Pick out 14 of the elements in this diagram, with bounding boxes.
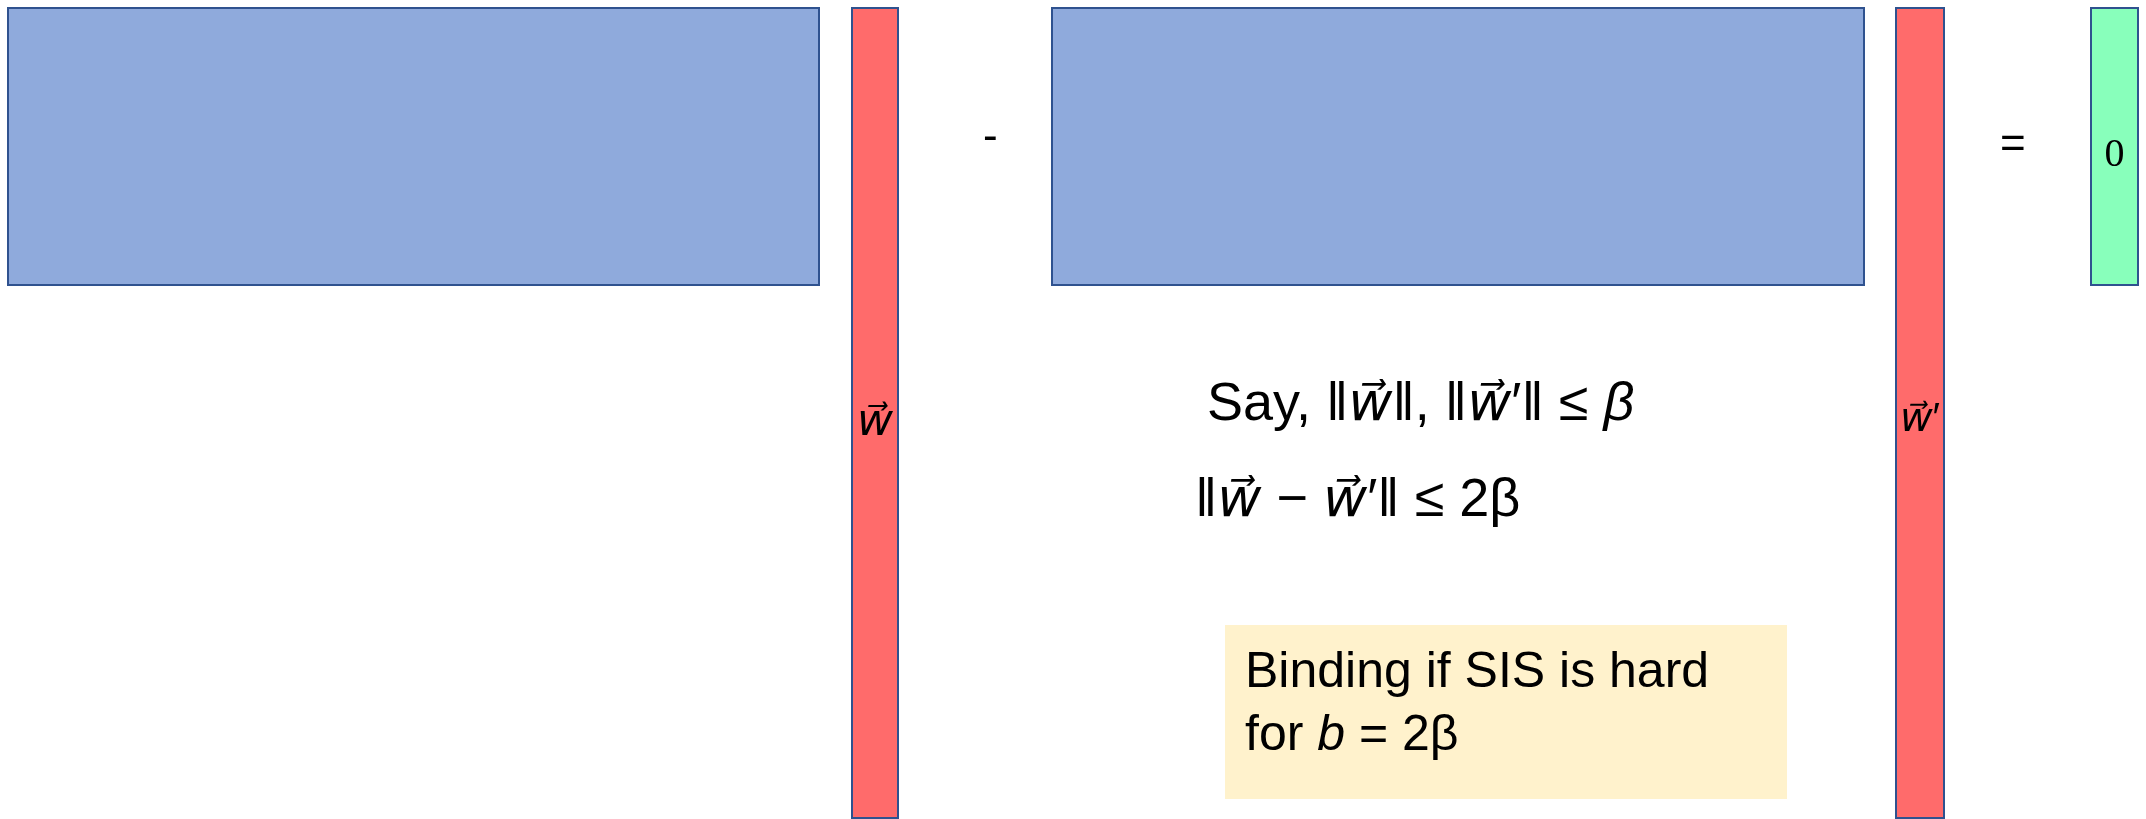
equals-sign: = <box>2000 118 2026 168</box>
vector-bar <box>851 7 899 819</box>
math-text: ‖w⃗ − w⃗′‖ ≤ 2β <box>1195 466 1521 529</box>
matrix-block <box>1051 7 1865 286</box>
vector-label: 0 <box>2103 129 2126 176</box>
vector-bar <box>2090 7 2139 286</box>
vector-label: w⃗′ <box>1898 394 1942 440</box>
vector-label: w⃗ <box>856 394 894 445</box>
vector-bar <box>1895 7 1945 819</box>
minus-sign: - <box>983 110 998 160</box>
note-text: Binding if SIS is hard for b = 2β <box>1245 641 1711 763</box>
matrix-block <box>7 7 820 286</box>
math-text: Say, ‖w⃗‖, ‖w⃗′‖ ≤ β <box>1207 370 1635 433</box>
note-box <box>1225 625 1787 799</box>
